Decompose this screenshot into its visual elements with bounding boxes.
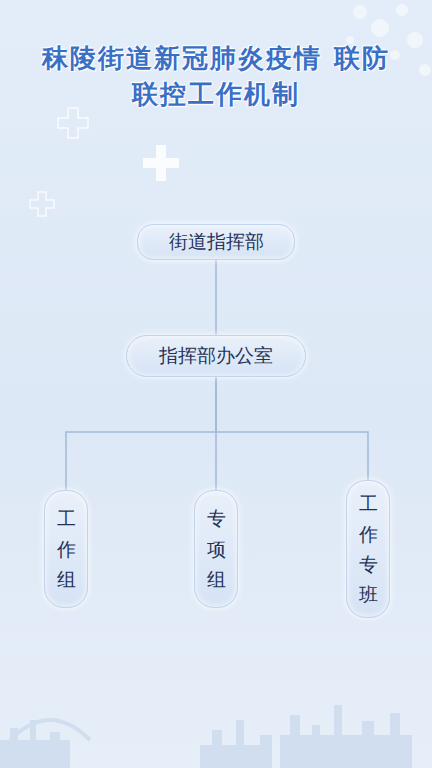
diagram-title: 秣陵街道新冠肺炎疫情 联防联控工作机制 [40, 40, 392, 112]
connector-line [66, 377, 216, 490]
connector-line [216, 377, 368, 480]
node-label: 工作专班 [359, 488, 378, 610]
command-box: 指挥部办公室 [126, 335, 306, 377]
node-label: 工作组 [57, 503, 76, 594]
group-box: 工作专班 [346, 480, 390, 618]
group-box: 专项组 [194, 490, 238, 608]
connector-line [215, 260, 217, 335]
command-box: 街道指挥部 [137, 224, 295, 260]
group-box: 工作组 [44, 490, 88, 608]
node-label: 指挥部办公室 [159, 343, 273, 369]
node-label: 街道指挥部 [169, 229, 264, 255]
node-label: 专项组 [207, 503, 226, 594]
